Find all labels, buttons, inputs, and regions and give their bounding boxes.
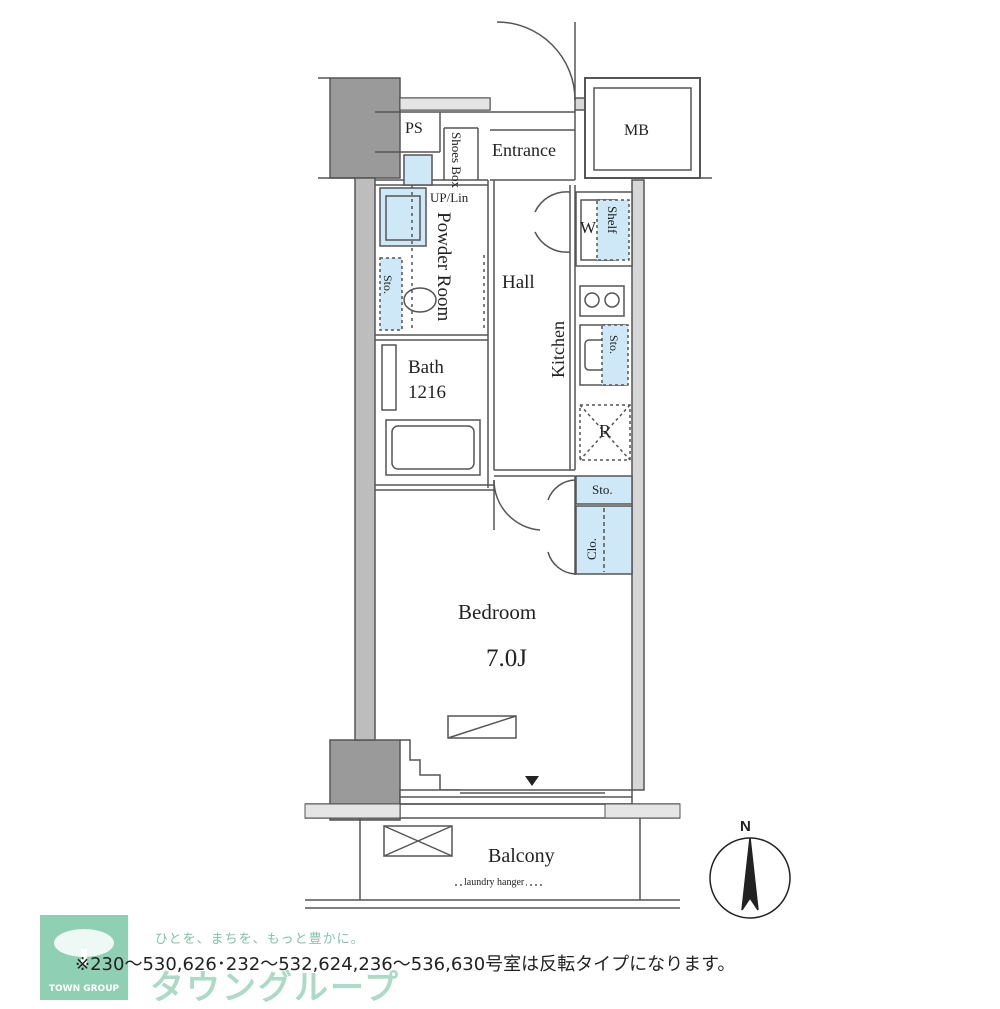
label-kitchen: Kitchen xyxy=(548,321,568,378)
label-bedroom: Bedroom xyxy=(458,600,537,624)
column-top-left xyxy=(329,77,401,179)
footnote: ※230～530,626･232～532,624,236～536,630号室は反… xyxy=(75,954,736,975)
slogan: ひとを、まちを、もっと豊かに。 xyxy=(155,932,365,947)
label-bath-size: 1216 xyxy=(408,382,446,403)
mb-room xyxy=(584,77,701,179)
label-balcony: Balcony xyxy=(488,845,555,867)
label-r: R xyxy=(599,421,612,441)
label-sto-kitchen: Sto. xyxy=(607,335,621,355)
compass xyxy=(709,837,791,919)
label-clo: Clo. xyxy=(584,537,599,560)
label-bath: Bath xyxy=(408,357,444,378)
label-ps: PS xyxy=(405,120,423,137)
tree-icon xyxy=(54,929,114,965)
label-laundry-hanger: laundry hanger xyxy=(462,877,527,888)
right-wall xyxy=(631,179,645,791)
label-bedroom-size: 7.0J xyxy=(486,645,527,672)
entrance-marker xyxy=(525,776,539,786)
label-hall: Hall xyxy=(502,272,535,293)
company-logo: TOWN GROUP xyxy=(40,915,128,1000)
label-up-lin: UP/Lin xyxy=(430,190,469,205)
label-w: W xyxy=(580,218,597,237)
label-sto-powder: Sto. xyxy=(381,275,395,295)
compass-label: N xyxy=(740,818,751,835)
label-entrance: Entrance xyxy=(492,140,556,160)
label-powder-room: Powder Room xyxy=(433,212,454,322)
label-shoes-box: Shoes Box xyxy=(449,132,464,188)
label-shelf: Shelf xyxy=(605,206,620,234)
label-sto-bedroom: Sto. xyxy=(592,482,613,497)
logo-text: TOWN GROUP xyxy=(48,984,120,994)
left-wall xyxy=(354,177,376,741)
label-mb: MB xyxy=(624,122,649,139)
